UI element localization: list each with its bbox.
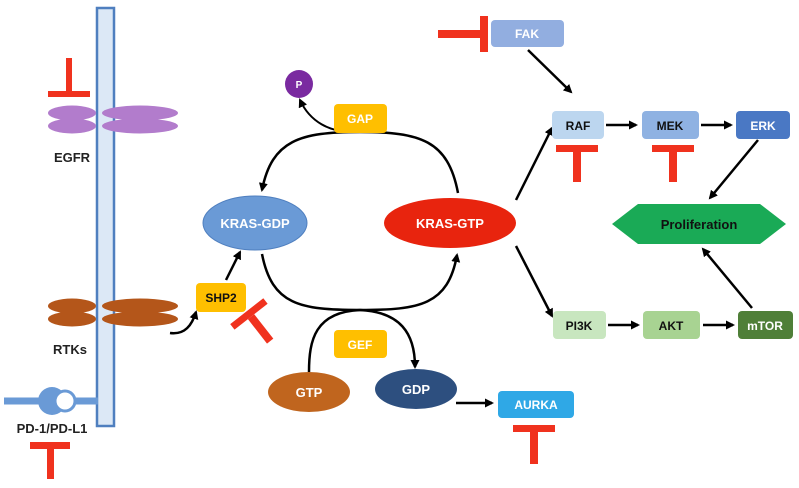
gdp-label: GDP — [402, 382, 431, 397]
phosphate-node: P — [285, 70, 313, 98]
pd1-pdl1-complex — [4, 387, 98, 415]
erk-label: ERK — [750, 119, 776, 133]
mtor-node: mTOR — [738, 311, 793, 339]
raf-node: RAF — [552, 111, 604, 139]
fak-node: FAK — [491, 20, 564, 47]
raf-inhibitor-icon — [556, 145, 598, 182]
gdp-output-arrow — [359, 308, 420, 369]
akt-label: AKT — [659, 319, 684, 333]
rtk-to-shp2-arrow — [169, 310, 199, 335]
aurka-node: AURKA — [498, 391, 574, 418]
proliferation-node: Proliferation — [612, 204, 786, 244]
kras-gtp-node: KRAS-GTP — [384, 198, 516, 248]
cell-membrane — [95, 6, 116, 428]
pd1-pdl1-label: PD-1/PD-L1 — [17, 421, 88, 436]
shp2-node: SHP2 — [196, 283, 246, 312]
gtp-hydrolysis-arrow — [258, 130, 460, 194]
pi3k-node: PI3K — [553, 311, 606, 339]
gef-label: GEF — [348, 338, 373, 352]
gdp-node: GDP — [375, 369, 457, 409]
shp2-inhibitor-icon — [230, 298, 274, 344]
phosphate-label: P — [296, 80, 303, 91]
mek-inhibitor-icon — [652, 145, 694, 182]
gtp-input-arrow — [307, 308, 361, 373]
gap-node: GAP — [334, 104, 387, 133]
pd1-inhibitor-icon — [30, 442, 70, 479]
mtor-to-proliferation-arrow — [701, 247, 753, 309]
proliferation-label: Proliferation — [661, 217, 738, 232]
aurka-inhibitor-icon — [513, 425, 555, 464]
shp2-to-kras-arrow — [224, 250, 242, 281]
erk-to-proliferation-arrow — [708, 139, 759, 200]
fak-to-raf-arrow — [527, 49, 573, 94]
kras-gdp-label: KRAS-GDP — [220, 216, 290, 231]
gap-label: GAP — [347, 112, 373, 126]
shp2-label: SHP2 — [205, 291, 237, 305]
raf-label: RAF — [566, 119, 591, 133]
mtor-label: mTOR — [747, 319, 783, 333]
rtk-label: RTKs — [53, 342, 87, 357]
pi3k-label: PI3K — [566, 319, 593, 333]
kras-gdp-node: KRAS-GDP — [202, 195, 308, 251]
fak-label: FAK — [515, 27, 539, 41]
egfr-label: EGFR — [54, 150, 91, 165]
aurka-label: AURKA — [514, 398, 558, 412]
rtk-receptor — [48, 298, 178, 327]
egfr-inhibitor-icon — [48, 58, 90, 97]
mek-node: MEK — [642, 111, 699, 139]
gef-node: GEF — [334, 330, 387, 358]
gtp-label: GTP — [296, 385, 323, 400]
egfr-receptor — [48, 105, 178, 134]
gtp-node: GTP — [268, 372, 350, 412]
mek-label: MEK — [657, 119, 684, 133]
kras-to-raf-arrow — [514, 126, 554, 201]
kras-gtp-label: KRAS-GTP — [416, 216, 484, 231]
kras-to-pi3k-arrow — [514, 245, 554, 318]
erk-node: ERK — [736, 111, 790, 139]
fak-inhibitor-icon — [438, 16, 488, 52]
nucleotide-exchange-arrow — [260, 253, 461, 312]
akt-node: AKT — [643, 311, 700, 339]
